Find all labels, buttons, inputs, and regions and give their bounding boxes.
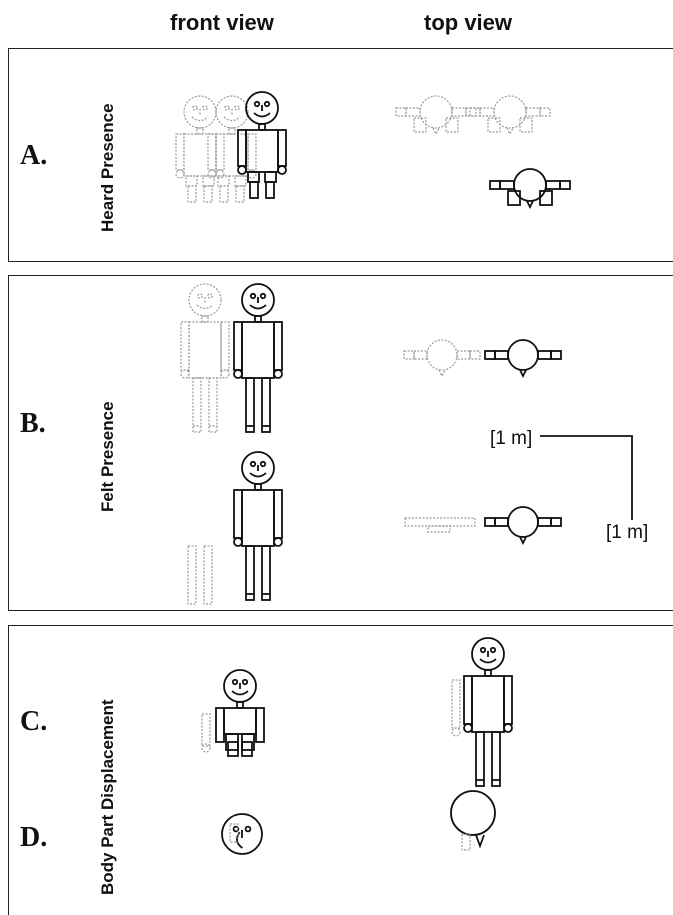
ghost-figure-a1: [175, 95, 225, 203]
ghost-figure-b1: [180, 283, 230, 433]
head-d-top: [450, 790, 496, 849]
top-b1: [484, 339, 562, 377]
ghost-top-a2: [469, 95, 551, 135]
ghost-ear-d-front: [229, 823, 239, 843]
face-d-front: [221, 813, 263, 855]
ghost-nose-d-top: [461, 833, 471, 851]
letter-c: C.: [20, 706, 48, 737]
front-view-header: front view: [170, 10, 274, 35]
top-b2: [484, 506, 562, 544]
figure-c-front: [215, 669, 265, 757]
figure-b1: [233, 283, 283, 433]
figure-c-top: [463, 637, 513, 787]
ghost-top-a1: [395, 95, 477, 135]
ghost-legs-b2: [187, 545, 213, 605]
panel-a: [8, 48, 673, 262]
ghost-arm-c-top: [451, 679, 461, 737]
ghost-top-b2: [404, 517, 476, 533]
ghost-arm-c-front: [201, 713, 211, 753]
scale-vertical-label: [1 m]: [606, 522, 649, 543]
top-a: [489, 168, 571, 208]
ghost-top-b1: [403, 339, 481, 377]
letter-b: B.: [20, 408, 46, 439]
scale-horizontal-label: [1 m]: [490, 428, 533, 449]
letter-d: D.: [20, 822, 48, 853]
panel-cd: [8, 625, 673, 915]
scale-bracket: [540, 435, 633, 520]
top-view-header: top view: [424, 10, 513, 35]
figure-b2: [233, 451, 283, 601]
letter-a: A.: [20, 140, 48, 171]
panel-b: [8, 275, 673, 611]
ghost-figure-a2: [207, 95, 257, 203]
figure-a: [237, 91, 287, 199]
